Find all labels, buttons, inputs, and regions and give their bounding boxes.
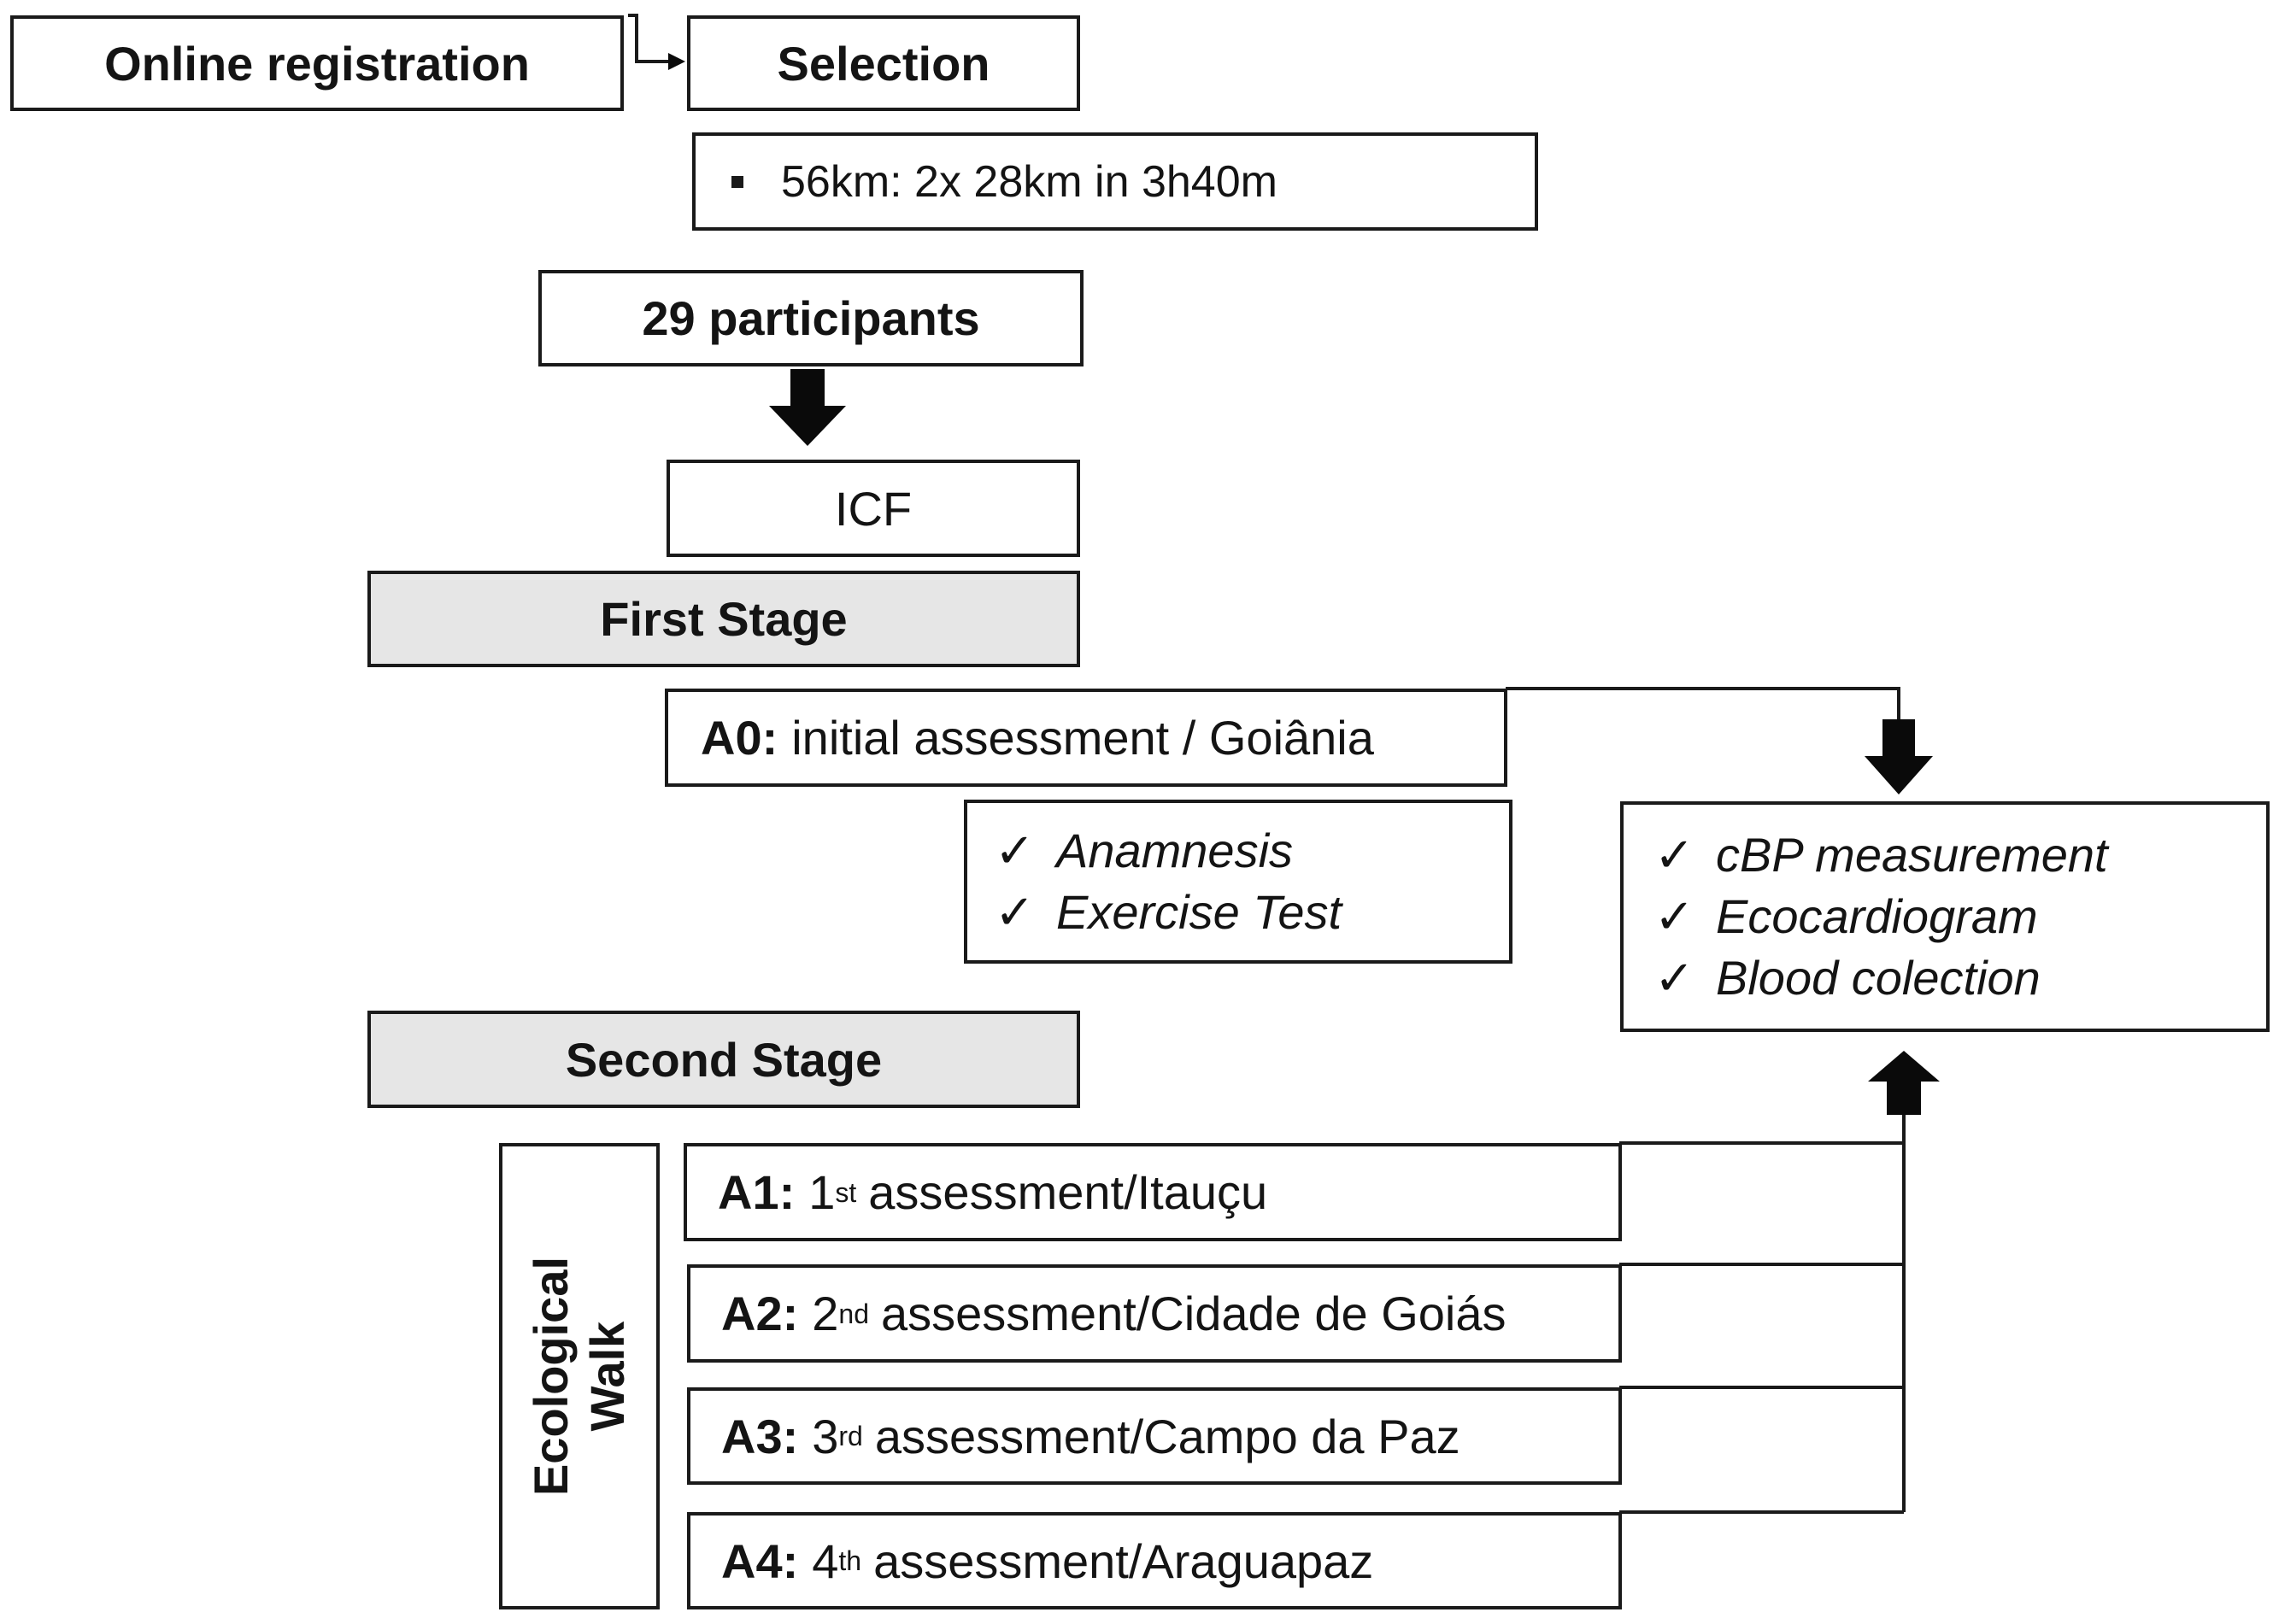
check-item: ✓ Blood colection: [1654, 947, 2041, 1009]
check-item-label: Ecocardiogram: [1716, 889, 2038, 943]
ecological-walk-box: Ecological Walk: [499, 1143, 660, 1609]
a3-code: A3:: [721, 1409, 799, 1463]
route-detail-label: 56km: 2x 28km in 3h40m: [781, 156, 1277, 207]
a3-ordinal-number: 3: [812, 1409, 839, 1463]
selection-box: Selection: [687, 15, 1080, 111]
a0-to-outcome-line: [1506, 687, 1900, 719]
bullet-square-icon: [731, 175, 743, 188]
registration-arrowhead: [668, 53, 685, 70]
a3-text: assessment/Campo da Paz: [874, 1409, 1460, 1463]
checkmark-icon: ✓: [995, 885, 1035, 939]
ecological-walk-line2: Walk: [580, 1321, 634, 1432]
a0-code: A0:: [701, 711, 778, 765]
check-item: ✓ Ecocardiogram: [1654, 886, 2038, 947]
icf-label: ICF: [834, 481, 913, 536]
check-item: ✓ cBP measurement: [1654, 824, 2108, 886]
route-detail-box: 56km: 2x 28km in 3h40m: [692, 132, 1538, 231]
a2-ordinal-number: 2: [812, 1287, 839, 1340]
ecological-walk-line1: Ecological: [524, 1256, 578, 1497]
first-stage-box: First Stage: [367, 571, 1080, 667]
checkmark-icon: ✓: [995, 824, 1035, 877]
a1-text: assessment/Itauçu: [868, 1165, 1268, 1219]
checkmark-icon: ✓: [1654, 951, 1694, 1005]
a4-code: A4:: [721, 1533, 799, 1588]
check-item-label: Exercise Test: [1056, 885, 1342, 939]
check-item-label: cBP measurement: [1716, 828, 2108, 882]
initial-checks-box: ✓ Anamnesis ✓ Exercise Test: [964, 800, 1512, 964]
a2-text: assessment/Cidade de Goiás: [880, 1287, 1507, 1340]
second-stage-box: Second Stage: [367, 1011, 1080, 1108]
second-stage-label: Second Stage: [565, 1032, 883, 1087]
selection-label: Selection: [777, 36, 990, 91]
first-stage-label: First Stage: [600, 592, 848, 646]
check-item-label: Blood colection: [1716, 951, 2041, 1005]
a0-outcome-arrowhead: [1865, 719, 1933, 794]
a1-ordinal-number: 1: [808, 1165, 836, 1219]
check-item-label: Anamnesis: [1056, 824, 1294, 877]
a4-text: assessment/Araguapaz: [873, 1533, 1374, 1588]
ecological-walk-label: Ecological Walk: [523, 1257, 636, 1496]
a0-text: initial assessment / Goiânia: [791, 711, 1374, 765]
participants-to-icf-arrow: [769, 369, 846, 446]
icf-box: ICF: [667, 460, 1080, 557]
checkmark-icon: ✓: [1654, 889, 1694, 943]
check-item: ✓ Exercise Test: [995, 882, 1342, 943]
online-registration-box: Online registration: [10, 15, 624, 111]
a0-assessment-box: A0: initial assessment / Goiânia: [665, 689, 1507, 787]
assessments-outcome-arrowhead: [1868, 1051, 1940, 1115]
checkmark-icon: ✓: [1654, 828, 1694, 882]
participants-box: 29 participants: [538, 270, 1084, 366]
a4-ordinal-number: 4: [812, 1533, 839, 1588]
check-item: ✓ Anamnesis: [995, 820, 1293, 882]
a1-code: A1:: [718, 1165, 796, 1219]
registration-to-selection-line: [628, 14, 675, 63]
online-registration-label: Online registration: [104, 36, 530, 91]
participants-label: 29 participants: [642, 291, 980, 345]
outcome-checks-box: ✓ cBP measurement ✓ Ecocardiogram ✓ Bloo…: [1620, 801, 2270, 1032]
a2-code: A2:: [721, 1287, 799, 1340]
